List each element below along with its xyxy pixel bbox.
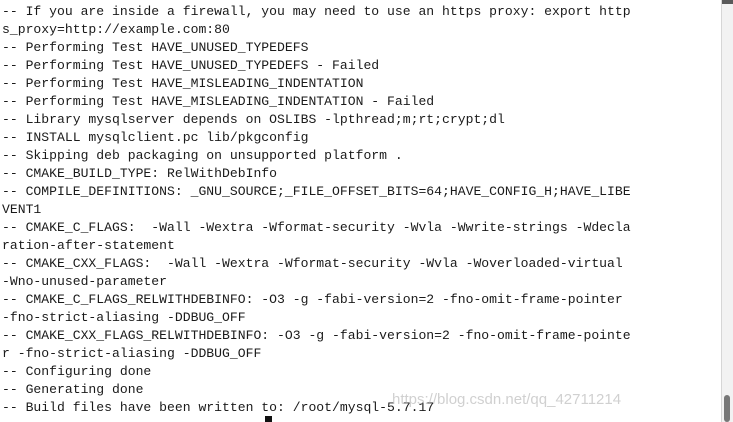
terminal-line: -- INSTALL mysqlclient.pc lib/pkgconfig [2, 130, 309, 145]
vertical-scrollbar[interactable] [721, 0, 733, 422]
terminal-line: -- CMAKE_C_FLAGS: -Wall -Wextra -Wformat… [2, 220, 631, 235]
terminal-line: -- Generating done [2, 382, 144, 397]
terminal-output[interactable]: -- If you are inside a firewall, you may… [0, 0, 722, 417]
scrollbar-top-edge [722, 0, 733, 4]
terminal-line: -Wno-unused-parameter [2, 274, 168, 289]
terminal-line: s_proxy=http://example.com:80 [2, 22, 230, 37]
terminal-line: -- CMAKE_CXX_FLAGS: -Wall -Wextra -Wform… [2, 256, 623, 271]
terminal-line: r -fno-strict-aliasing -DDBUG_OFF [2, 346, 262, 361]
terminal-line: -- Performing Test HAVE_MISLEADING_INDEN… [2, 94, 435, 109]
terminal-line: -- Configuring done [2, 364, 152, 379]
scrollbar-thumb[interactable] [724, 395, 730, 422]
terminal-line: -- CMAKE_C_FLAGS_RELWITHDEBINFO: -O3 -g … [2, 292, 623, 307]
terminal-line: -- Performing Test HAVE_UNUSED_TYPEDEFS … [2, 58, 380, 73]
terminal-line: -- COMPILE_DEFINITIONS: _GNU_SOURCE;_FIL… [2, 184, 631, 199]
terminal-line: -- Library mysqlserver depends on OSLIBS… [2, 112, 505, 127]
terminal-line: -- Skipping deb packaging on unsupported… [2, 148, 403, 163]
terminal-line: -- Performing Test HAVE_UNUSED_TYPEDEFS [2, 40, 309, 55]
terminal-cursor [265, 416, 272, 422]
terminal-line: -- CMAKE_CXX_FLAGS_RELWITHDEBINFO: -O3 -… [2, 328, 631, 343]
terminal-line: -fno-strict-aliasing -DDBUG_OFF [2, 310, 246, 325]
terminal-line: VENT1 [2, 202, 42, 217]
terminal-line: -- Performing Test HAVE_MISLEADING_INDEN… [2, 76, 364, 91]
terminal-line: -- If you are inside a firewall, you may… [2, 4, 631, 19]
terminal-line: -- Build files have been written to: /ro… [2, 400, 435, 415]
terminal-line: ration-after-statement [2, 238, 175, 253]
terminal-line: -- CMAKE_BUILD_TYPE: RelWithDebInfo [2, 166, 278, 181]
